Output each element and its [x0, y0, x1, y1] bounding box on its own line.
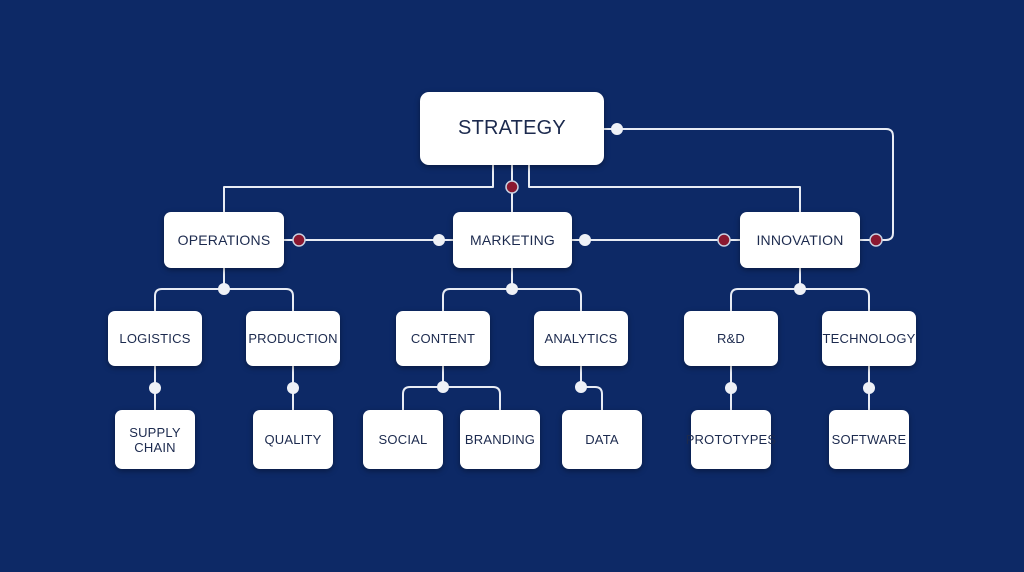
junction-dot: [725, 382, 737, 394]
accent-dot: [292, 233, 306, 247]
connector-analytics-data: [580, 366, 603, 410]
junction-dot: [575, 381, 587, 393]
junction-dot: [437, 381, 449, 393]
junction-dot: [579, 234, 591, 246]
junction-dot: [506, 283, 518, 295]
node-analytics: ANALYTICS: [534, 311, 628, 366]
node-operations: OPERATIONS: [164, 212, 284, 268]
connector-strategy-operations: [223, 165, 494, 212]
node-social: SOCIAL: [363, 410, 443, 469]
node-quality: QUALITY: [253, 410, 333, 469]
node-prototypes: PROTOTYPES: [686, 410, 776, 469]
connector-content-children: [402, 366, 501, 410]
node-logistics: LOGISTICS: [108, 311, 202, 366]
accent-dot: [717, 233, 731, 247]
node-branding: BRANDING: [460, 410, 540, 469]
junction-dot: [863, 382, 875, 394]
accent-dot: [505, 180, 519, 194]
node-software: SOFTWARE: [829, 410, 909, 469]
junction-dot: [433, 234, 445, 246]
accent-dot: [869, 233, 883, 247]
node-marketing: MARKETING: [453, 212, 572, 268]
junction-dot: [794, 283, 806, 295]
node-data: DATA: [562, 410, 642, 469]
node-technology: TECHNOLOGY: [822, 311, 916, 366]
node-content: CONTENT: [396, 311, 490, 366]
node-rnd: R&D: [684, 311, 778, 366]
node-innovation: INNOVATION: [740, 212, 860, 268]
junction-dot: [149, 382, 161, 394]
junction-dot: [611, 123, 623, 135]
node-production: PRODUCTION: [246, 311, 340, 366]
node-supply-chain: SUPPLY CHAIN: [115, 410, 195, 469]
node-strategy: STRATEGY: [420, 92, 604, 165]
junction-dot: [287, 382, 299, 394]
connector-strategy-innovation: [528, 165, 801, 212]
connector-strategy-innovation-loop: [604, 128, 894, 241]
junction-dot: [218, 283, 230, 295]
